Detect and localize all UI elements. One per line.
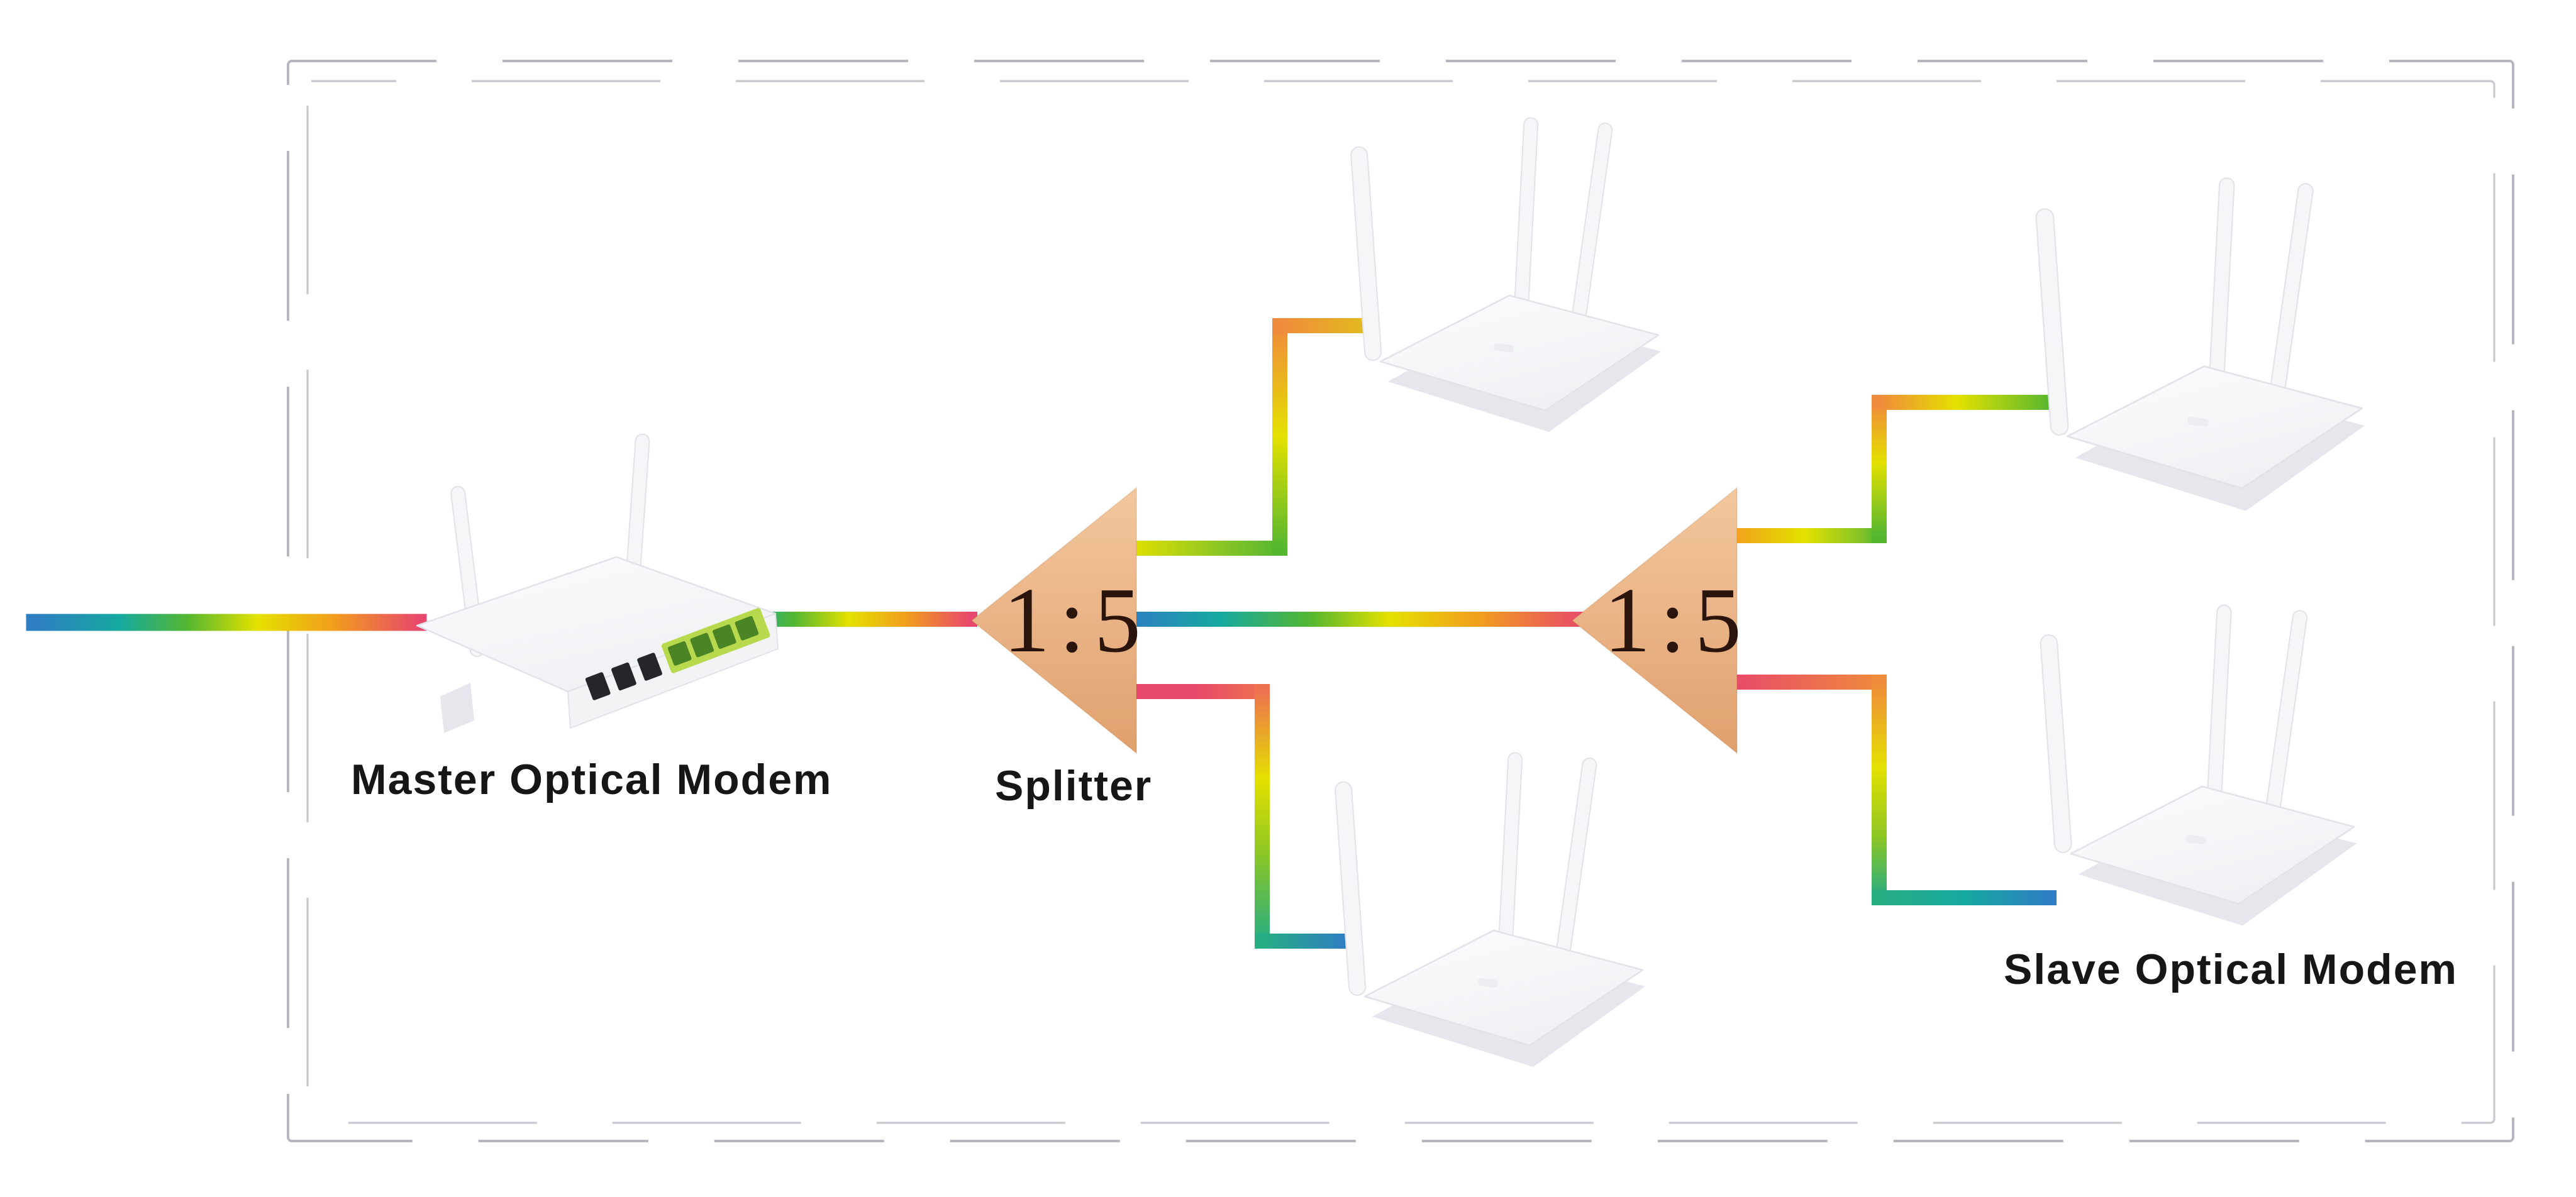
router-bottom-right — [2039, 604, 2358, 927]
router-top-center — [1350, 116, 1662, 433]
splitter2-ratio: 1:5 — [1604, 569, 1751, 672]
modem-top-face — [416, 556, 777, 693]
splitter-label: Splitter — [995, 762, 1153, 810]
splitter-1: 1:5 — [970, 486, 1150, 755]
master-modem-label: Master Optical Modem — [351, 756, 833, 803]
splitter-2: 1:5 — [1571, 486, 1751, 755]
splitter1-ratio: 1:5 — [1003, 569, 1150, 672]
router-top-right — [2035, 177, 2366, 512]
splitter1-triangle-icon — [970, 486, 1137, 755]
fiber-links — [26, 318, 2059, 949]
router-bottom-center — [1334, 751, 1646, 1068]
modem-ports — [585, 608, 770, 700]
splitter2-triangle-icon — [1571, 486, 1738, 755]
slave-modem-label: Slave Optical Modem — [2004, 946, 2458, 993]
dashed-frame — [287, 60, 2514, 1142]
master-optical-modem — [416, 433, 779, 733]
dashed-frame-inner — [306, 80, 2496, 1124]
